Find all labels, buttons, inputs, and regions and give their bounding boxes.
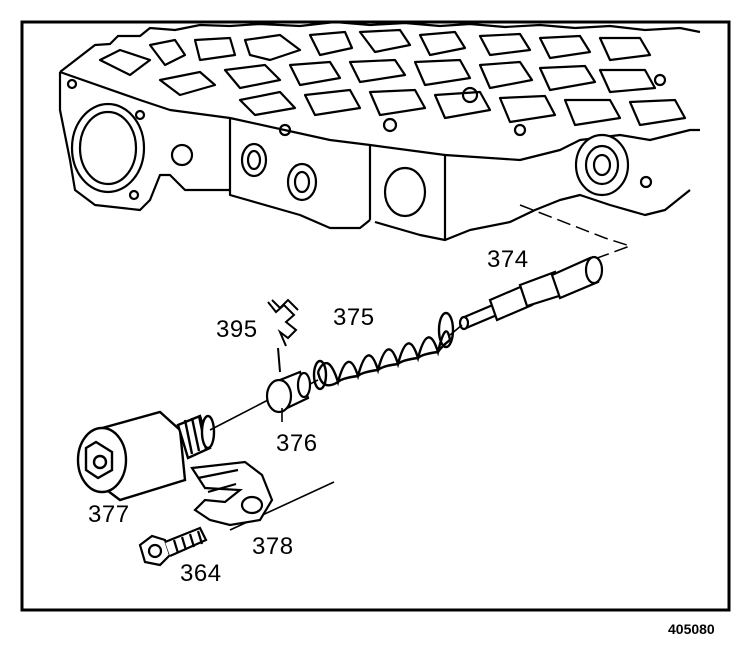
leader-plug-spring [309,379,319,385]
diagram-border [20,20,731,612]
callout-376: 376 [276,430,318,457]
figure-number: 405080 [668,621,715,637]
callout-378: 378 [252,533,294,560]
bolt-364 [138,526,208,567]
callout-395: 395 [216,316,258,343]
callout-377: 377 [88,501,130,528]
valve-body [58,20,701,242]
retainer-378 [190,460,274,527]
callout-375: 375 [333,304,375,331]
plug-376 [265,370,312,414]
valve-374 [458,255,604,331]
leader-spring-valve [449,324,463,336]
spring-375 [312,311,455,391]
clip-395 [267,298,299,373]
bore-alignment-line [519,204,633,269]
callout-374: 374 [487,246,529,273]
callout-364: 364 [180,560,222,587]
leader-solenoid [209,399,269,431]
solenoid-377 [76,410,216,502]
